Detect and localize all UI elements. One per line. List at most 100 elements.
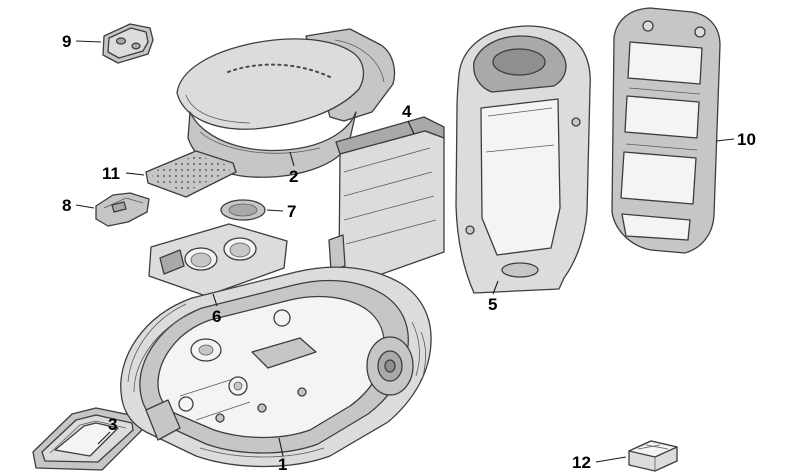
part-3-trim-cover: [32, 407, 143, 471]
callout-11-label: 11: [102, 164, 120, 183]
leader-6: [212, 293, 218, 307]
part-4-roller-cover: [328, 116, 445, 282]
trim-opening: [54, 422, 119, 457]
lid-top-surface: [176, 38, 365, 130]
side-rib-1: [411, 321, 420, 377]
boss-2: [178, 396, 194, 412]
screw-3: [297, 387, 307, 397]
callout-6-label: 6: [212, 307, 221, 326]
part-8-bracket: [95, 192, 150, 227]
mat-texture: [152, 155, 230, 192]
box-hatch-2: [645, 444, 669, 450]
frame-pivot-right: [694, 26, 706, 38]
housing-front-lip: [199, 447, 325, 458]
cupholder-right-recess: [229, 242, 251, 258]
leader-12: [595, 456, 627, 463]
shell-front-cavity: [480, 98, 561, 256]
callout-9: 9: [62, 32, 102, 51]
plate-hole-2: [131, 42, 141, 50]
lid-under-frame-line: [199, 131, 321, 154]
frame-cutout-3: [620, 151, 697, 205]
bracket-slot: [111, 201, 127, 213]
leader-1: [278, 437, 284, 457]
callout-8: 8: [62, 196, 95, 215]
callout-6: 6: [212, 293, 221, 326]
blind-slat-2: [343, 171, 433, 197]
cap-inner: [228, 203, 258, 217]
blind-slat-1: [343, 147, 431, 173]
callout-7-label: 7: [287, 202, 296, 221]
callout-7: 7: [266, 202, 296, 221]
leader-4: [407, 120, 415, 135]
part-5-console-shell: [455, 25, 591, 294]
frame-cutout-2: [624, 95, 700, 139]
callout-10-label: 10: [737, 130, 756, 149]
rib-1: [179, 379, 231, 397]
callout-9-label: 9: [62, 32, 71, 51]
plate-face: [107, 27, 149, 59]
side-rib-2: [420, 331, 427, 381]
frame-cutout-1: [627, 41, 703, 85]
callout-10: 10: [715, 130, 756, 149]
housing-left-contour-2: [133, 311, 195, 393]
boss-3: [273, 309, 291, 327]
part-9-retaining-plate: [102, 23, 154, 64]
callout-8-label: 8: [62, 196, 71, 215]
blind-left-rail: [328, 234, 346, 272]
blind-slat-4: [345, 219, 437, 245]
screw-2: [257, 403, 267, 413]
callout-2-label: 2: [289, 167, 298, 186]
callout-1: 1: [278, 437, 287, 473]
shell-hole-left: [465, 225, 475, 235]
part-2-armrest-lid: [176, 28, 396, 178]
shell-cavity-line-2: [485, 144, 555, 153]
leader-5: [492, 280, 499, 295]
box-hatch-1: [637, 444, 661, 450]
callout-3-label: 3: [108, 415, 117, 434]
callout-4-label: 4: [402, 102, 412, 121]
stitch-line: [227, 63, 331, 78]
frame-crossbar-1: [628, 87, 701, 95]
cupholder-tray-opening: [159, 249, 185, 275]
callout-12: 12: [572, 453, 627, 472]
mechanism-cup-inner: [198, 344, 214, 356]
housing-left-contour-1: [127, 303, 187, 383]
blind-slat-3: [343, 195, 435, 221]
part-6-cupholder-insert: [148, 223, 288, 297]
shell-bottom-boss: [501, 262, 539, 278]
bracket-edge: [103, 197, 144, 209]
leader-7: [266, 209, 284, 212]
trim-edge-line: [49, 420, 127, 454]
frame-pivot-left: [642, 20, 654, 32]
leader-11: [125, 172, 145, 176]
front-bracket: [145, 399, 181, 441]
leader-9: [75, 40, 102, 43]
callout-4: 4: [402, 102, 415, 135]
rib-2: [195, 401, 251, 421]
callout-1-label: 1: [278, 455, 287, 473]
shell-top-opening: [492, 48, 546, 76]
part-12-module-box: [628, 440, 678, 472]
callout-5: 5: [488, 280, 499, 314]
leader-2: [289, 151, 295, 167]
part-1-console-housing: [120, 266, 432, 468]
part-7-cover-cap: [220, 199, 266, 221]
frame-cutout-4: [621, 213, 691, 241]
callout-5-label: 5: [488, 295, 497, 314]
mechanism-plate: [251, 337, 317, 369]
callout-11: 11: [102, 164, 145, 183]
leader-10: [715, 138, 735, 142]
leader-8: [75, 204, 95, 209]
lid-rear-contour: [334, 39, 385, 83]
part-11-insert-mat: [145, 150, 237, 198]
hinge-drum-core: [384, 359, 396, 373]
frame-crossbar-2: [625, 143, 698, 151]
part-10-support-frame: [611, 7, 721, 254]
leader-3: [97, 431, 111, 445]
callout-12-label: 12: [572, 453, 591, 472]
boss-1-inner: [233, 381, 243, 391]
lid-edge-contour: [185, 94, 251, 124]
callout-2: 2: [289, 151, 298, 186]
